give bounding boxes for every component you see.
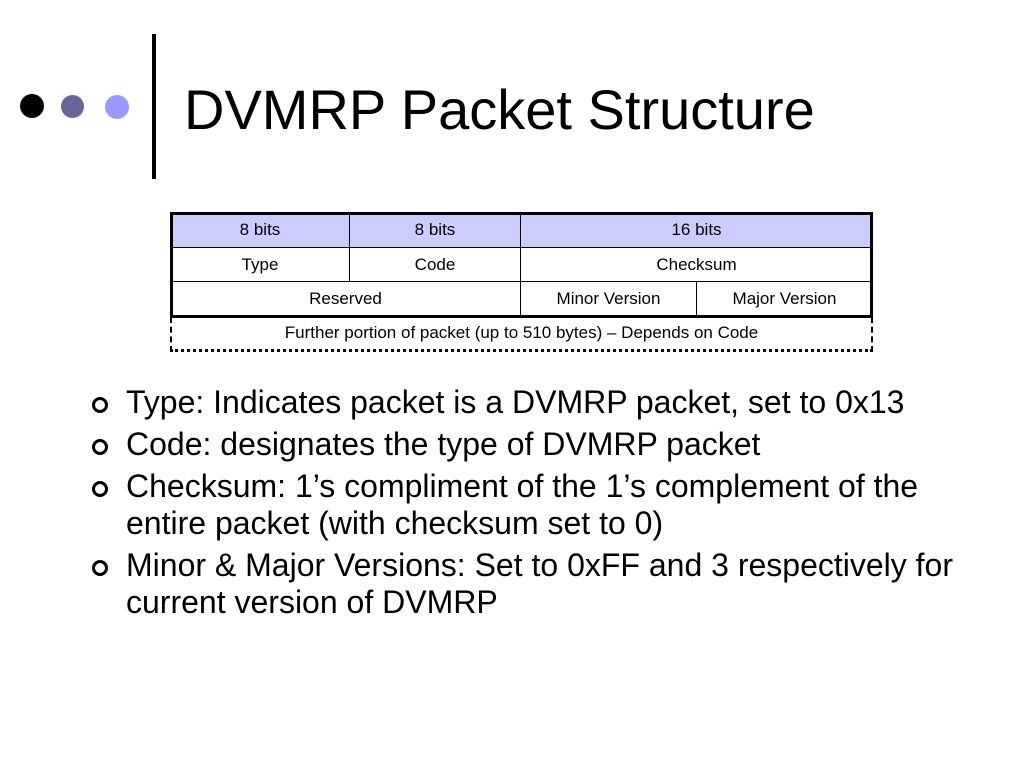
header-cell-code-width: 8 bits [349, 212, 521, 248]
slide-title: DVMRP Packet Structure [184, 78, 815, 141]
header-cell-type-width: 8 bits [170, 212, 350, 248]
ring-bullet-icon [92, 481, 108, 497]
list-item: Code: designates the type of DVMRP packe… [90, 426, 990, 463]
field-cell-minor-version: Minor Version [520, 281, 697, 317]
field-cell-code: Code [349, 247, 521, 282]
decorative-dot-black [20, 94, 44, 118]
field-cell-reserved: Reserved [170, 281, 521, 317]
title-vertical-rule [152, 34, 156, 179]
decorative-dot-slate [61, 95, 84, 118]
packet-structure-table: 8 bits 8 bits 16 bits Type Code Checksum… [170, 212, 873, 352]
field-cell-major-version: Major Version [696, 281, 873, 317]
field-description-list: Type: Indicates packet is a DVMRP packet… [90, 384, 990, 626]
field-cell-type: Type [170, 247, 350, 282]
bullet-text: Type: Indicates packet is a DVMRP packet… [126, 384, 905, 420]
ring-bullet-icon [92, 560, 108, 576]
list-item: Checksum: 1’s compliment of the 1’s comp… [90, 468, 990, 542]
bullet-text: Minor & Major Versions: Set to 0xFF and … [126, 547, 953, 620]
field-cell-checksum: Checksum [520, 247, 873, 282]
ring-bullet-icon [92, 397, 108, 413]
field-cell-further-portion: Further portion of packet (up to 510 byt… [170, 317, 873, 352]
list-item: Minor & Major Versions: Set to 0xFF and … [90, 547, 990, 621]
decorative-dot-lavender [105, 95, 129, 119]
ring-bullet-icon [92, 439, 108, 455]
header-cell-checksum-width: 16 bits [520, 212, 873, 248]
bullet-text: Code: designates the type of DVMRP packe… [126, 426, 761, 462]
list-item: Type: Indicates packet is a DVMRP packet… [90, 384, 990, 421]
bullet-text: Checksum: 1’s compliment of the 1’s comp… [126, 468, 919, 541]
